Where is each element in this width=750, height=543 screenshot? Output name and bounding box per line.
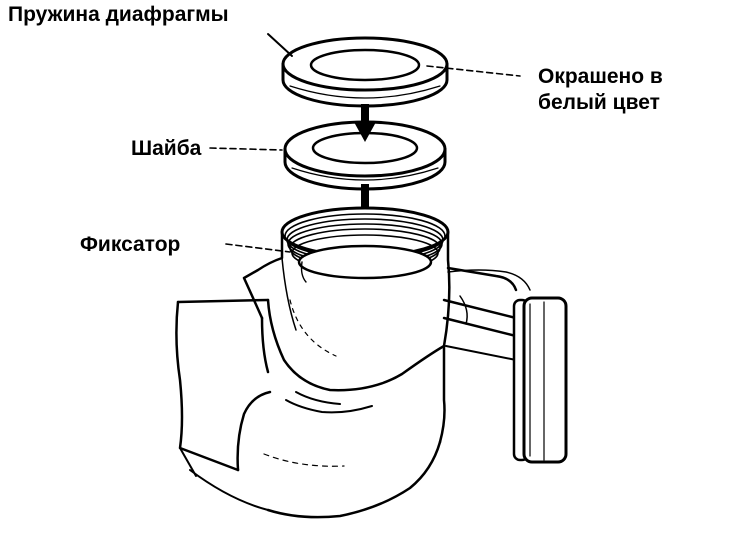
leader-lines [209, 33, 521, 253]
housing-body [175, 206, 568, 519]
label-painted-line2: белый цвет [538, 91, 660, 114]
label-washer: Шайба [131, 136, 201, 162]
label-washer-text: Шайба [131, 137, 202, 160]
diaphragm-spring-part [281, 36, 449, 108]
label-diaphragm-spring-text: Пружина диафрагмы [8, 3, 229, 26]
label-painted-white: Окрашено в белый цвет [538, 64, 663, 116]
label-painted-line1: Окрашено в [538, 65, 663, 88]
label-diaphragm-spring: Пружина диафрагмы [8, 2, 229, 28]
label-retainer-text: Фиксатор [80, 233, 181, 256]
label-retainer: Фиксатор [80, 232, 180, 258]
